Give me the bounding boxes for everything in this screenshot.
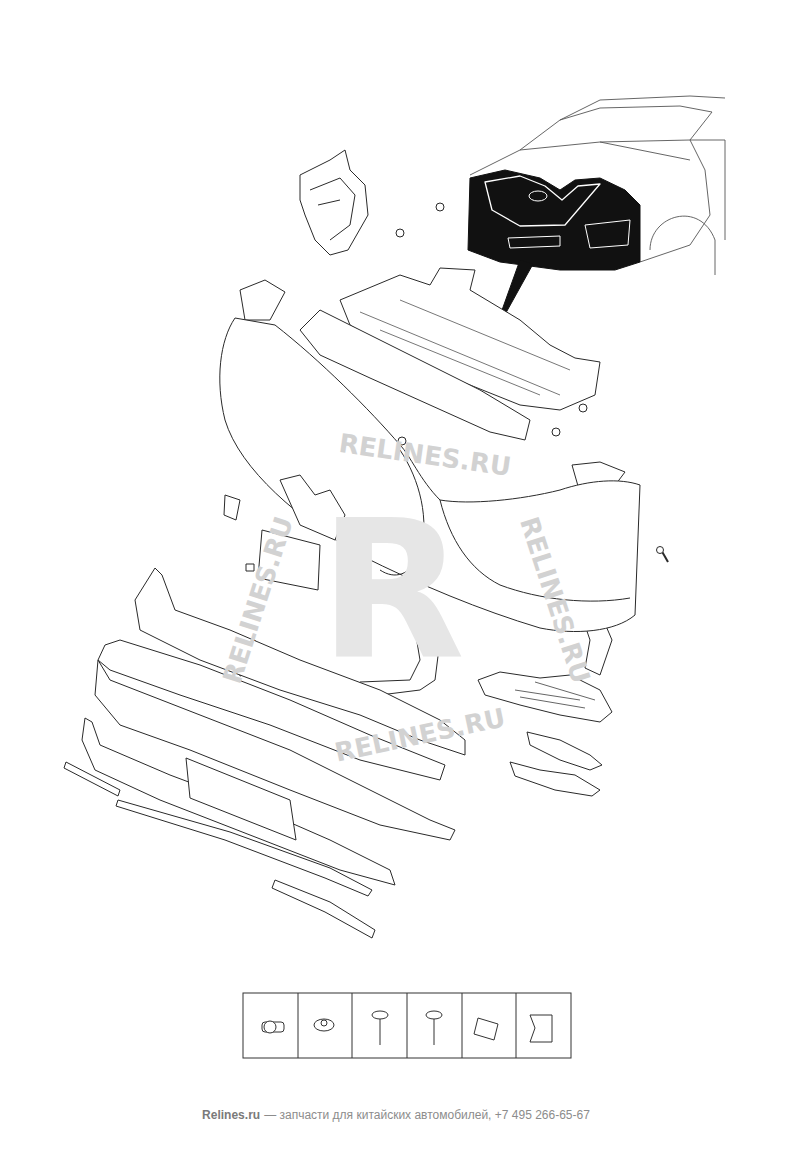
footer-text: — запчасти для китайских автомобилей, +7… (264, 1108, 590, 1122)
fog-trim (527, 732, 602, 770)
footer: Relines.ru — запчасти для китайских автом… (0, 1108, 792, 1122)
side-bracket (240, 280, 285, 320)
fog-trim (510, 762, 600, 796)
footer-text: Relines.ru (202, 1108, 260, 1122)
grille-outline (485, 176, 600, 226)
front-bumper-highlight (468, 170, 640, 270)
watermark-logo: R (319, 497, 465, 687)
bracket (300, 150, 368, 255)
fastener-table (243, 993, 571, 1058)
chrome-strip (116, 800, 372, 896)
chrome-strip (272, 880, 375, 938)
chrome-strip (64, 762, 120, 796)
